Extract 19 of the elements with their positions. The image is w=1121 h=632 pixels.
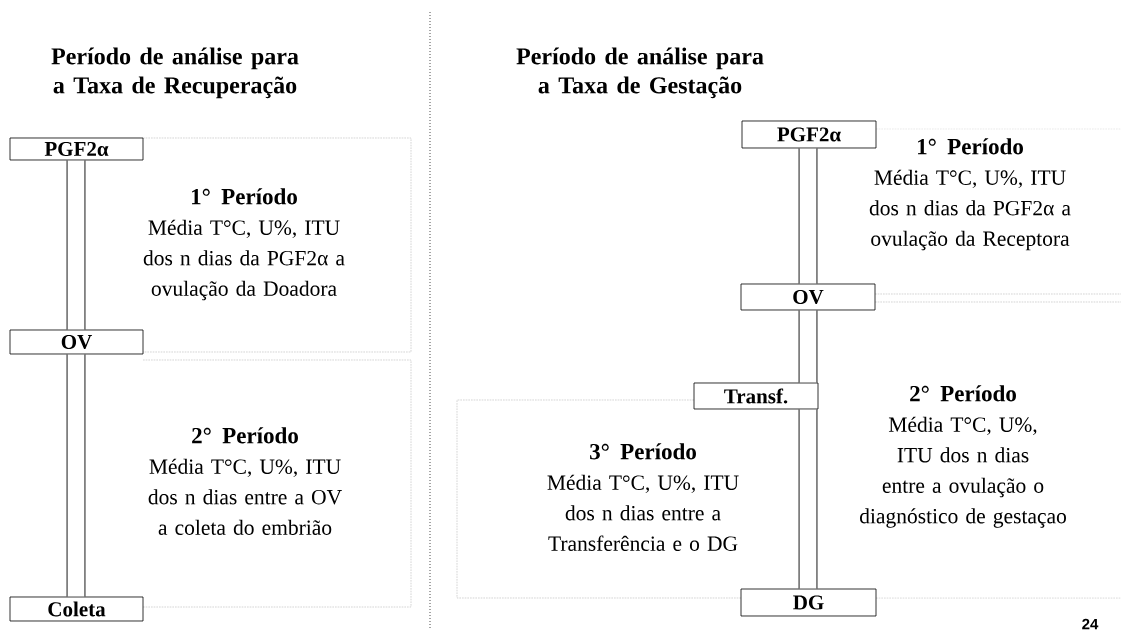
period-text: 1° Período Média T°C, U%, ITU dos n dias da PGF2α a ovulação da Doadora <box>143 188 345 301</box>
event-box: Transf. <box>693 382 819 410</box>
event-box: OV <box>9 329 144 355</box>
period-text: 2° Período Média T°C, U%, ITU dos n dias entre a OV a coleta do embrião <box>148 427 342 535</box>
event-box: PGF2α <box>9 137 144 161</box>
timeline-line <box>798 148 818 284</box>
period-text: 3° Período Média T°C, U%, ITU dos n dias entre a Transferência e o DG <box>547 443 739 551</box>
event-box: Coleta <box>9 596 144 622</box>
timeline-line <box>66 354 86 597</box>
timeline-line <box>798 310 818 383</box>
heading: Período de análise para a Taxa de Gestação <box>516 47 764 99</box>
timeline-line <box>66 160 86 330</box>
event-box: DG <box>740 588 877 617</box>
event-box: OV <box>740 283 876 311</box>
timeline-line <box>798 409 818 589</box>
period-text: 2° Período Média T°C, U%, ITU dos n dias entre a ovulação o diagnóstico de gestaçao <box>860 385 1066 528</box>
page-number: 24 <box>1082 618 1099 630</box>
event-box: PGF2α <box>741 120 877 149</box>
heading: Período de análise para a Taxa de Recuperação <box>51 47 299 99</box>
